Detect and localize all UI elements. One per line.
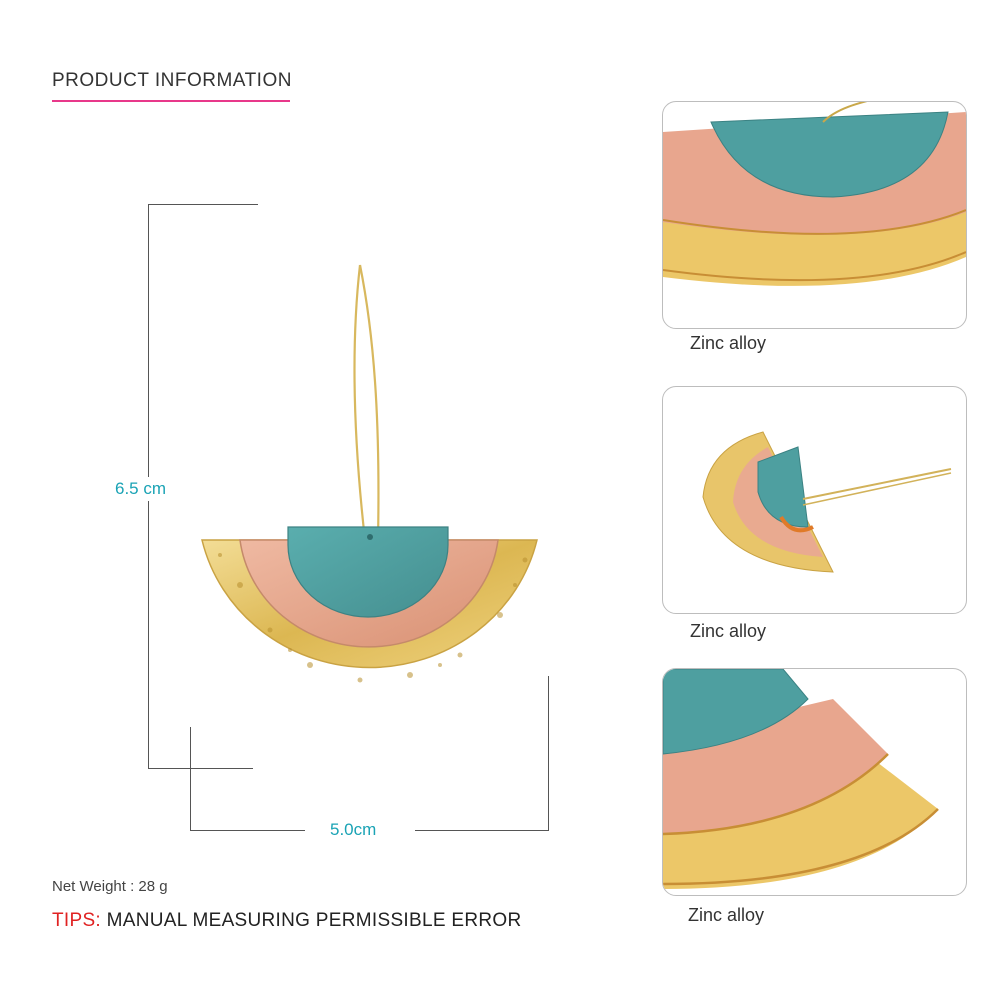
net-weight-text: Net Weight : 28 g: [52, 878, 168, 895]
thumbnail-image-3: [663, 669, 939, 889]
thumbnail-closeup-2[interactable]: [662, 386, 967, 614]
width-right-tick: [548, 676, 549, 831]
width-left-tick: [190, 727, 191, 831]
title-underline: [52, 100, 290, 102]
thumbnail-label-2: Zinc alloy: [690, 621, 767, 641]
thumbnail-image-2: [702, 431, 952, 573]
width-line-right: [415, 830, 549, 831]
height-top-tick: [148, 204, 258, 205]
thumbnail-closeup-3[interactable]: [662, 668, 967, 896]
tips-label: TIPS:: [52, 910, 102, 931]
width-label: 5.0cm: [330, 820, 377, 839]
earring-product-image: [201, 264, 538, 683]
tips-text: MANUAL MEASURING PERMISSIBLE ERROR: [106, 910, 522, 931]
page-title: PRODUCT INFORMATION: [52, 70, 292, 91]
thumbnail-label-3: Zinc alloy: [688, 905, 765, 925]
thumbnail-image-1: [663, 102, 966, 286]
height-bottom-tick: [148, 768, 253, 769]
tips-note: TIPS: MANUAL MEASURING PERMISSIBLE ERROR: [52, 910, 522, 932]
thumbnail-label-1: Zinc alloy: [690, 333, 767, 353]
thumbnail-closeup-1[interactable]: [662, 101, 967, 329]
height-label: 6.5 cm: [115, 477, 167, 501]
width-line-left: [190, 830, 305, 831]
